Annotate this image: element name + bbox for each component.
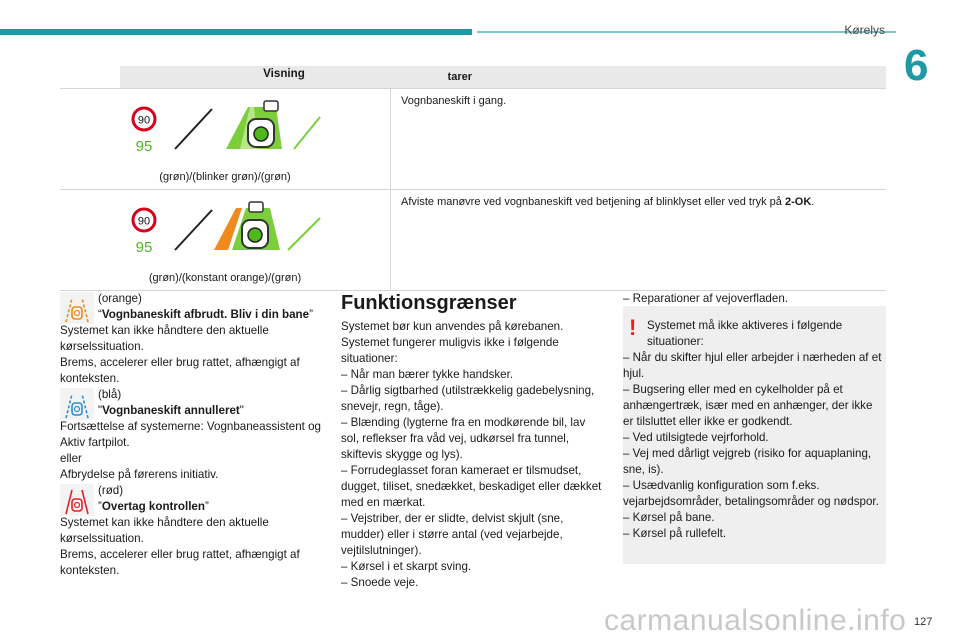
header-rule	[477, 31, 896, 33]
alert-text: Brems, accelerer eller brug rattet, afhæ…	[60, 356, 300, 385]
warning-item: – Bugsering eller med en cykelholder på …	[623, 383, 873, 428]
warning-box	[623, 306, 886, 564]
alert-color-label: (orange)	[98, 292, 142, 305]
lane-warning-orange-icon	[60, 292, 94, 324]
table-row: 90 95 (grøn)/(konstant orange)/(grøn) Af…	[60, 189, 886, 291]
list-item: – Når man bærer tykke handsker.	[341, 368, 514, 381]
lane-warning-red-icon	[60, 484, 94, 516]
section-title: Kørelys	[844, 23, 885, 37]
chapter-number: 6	[904, 41, 929, 90]
lane-warning-blue-icon	[60, 388, 94, 420]
alert-text: Afbrydelse på førerens initiativ.	[60, 468, 219, 481]
warning-item: – Vej med dårligt vejgreb (risiko for aq…	[623, 447, 872, 476]
table-row: 90 95 (grøn)/(blinker grøn)/(grøn) Vognb…	[60, 88, 886, 190]
alert-text: Brems, accelerer eller brug rattet, afhæ…	[60, 548, 300, 577]
alert-text: Systemet kan ikke håndtere den aktuelle …	[60, 324, 269, 353]
list-item: – Snoede veje.	[341, 576, 419, 589]
comment-bold: 2-OK	[784, 196, 812, 208]
speed-limit-icon	[131, 106, 157, 132]
display-caption: (grøn)/(blinker grøn)/(grøn)	[159, 171, 291, 183]
cruise-speed-value: 95	[136, 138, 153, 155]
warning-item: – Ved utilsigtede vejrforhold.	[623, 431, 769, 444]
list-item: – Forrudeglasset foran kameraet er tilsm…	[341, 464, 602, 509]
warning-item: – Kørsel på rullefelt.	[623, 527, 727, 540]
steering-wheel-icon	[253, 126, 269, 142]
list-item: – Reparationer af vejoverfladen.	[623, 292, 788, 305]
lane-line-right	[287, 217, 321, 251]
lane-line-right	[293, 116, 321, 150]
table-header-kommentarer: Kommentarer	[390, 66, 886, 89]
table-header-visning: Visning	[120, 66, 448, 89]
alert-text: Systemet kan ikke håndtere den aktuelle …	[60, 516, 269, 545]
display-cell: 90 95 (grøn)/(blinker grøn)/(grøn)	[60, 88, 391, 190]
comment-text: Afviste manøvre ved vognbaneskift ved be…	[401, 196, 785, 208]
warning-icon: !	[629, 315, 637, 340]
alert-text: eller	[60, 452, 82, 465]
alert-blue: (blå) "Vognbaneskift annulleret" Fortsæt…	[60, 387, 328, 483]
warning-item: – Usædvanlig konfiguration som f.eks. ve…	[623, 479, 879, 508]
warning-title: Systemet må ikke aktiveres i følgende si…	[647, 319, 843, 348]
table-header-row: Visning Kommentarer	[60, 66, 886, 89]
warnings-column: – Reparationer af vejoverfladen. ! Syste…	[623, 291, 885, 542]
list-item: – Dårlig sigtbarhed (utilstrækkelig gade…	[341, 384, 595, 413]
speed-limit-value: 90	[138, 115, 150, 127]
speed-limit-icon	[131, 207, 157, 233]
comment-end: .	[811, 196, 815, 208]
speed-limit-value: 90	[138, 216, 150, 228]
alert-color-label: (blå)	[98, 388, 122, 401]
intro-text: Systemet fungerer muligvis ikke i følgen…	[341, 336, 559, 365]
cruise-speed-value: 95	[136, 239, 153, 256]
comment-cell: Vognbaneskift i gang.	[390, 88, 886, 190]
alert-color-label: (rød)	[98, 484, 124, 497]
display-caption: (grøn)/(konstant orange)/(grøn)	[148, 272, 302, 284]
alert-title: "Vognbaneskift annulleret"	[98, 404, 244, 417]
steering-wheel-icon	[247, 227, 263, 243]
header-accent-bar	[0, 29, 472, 35]
comment-cell: Afviste manøvre ved vognbaneskift ved be…	[390, 189, 886, 291]
lane-change-rejected-illustration: 90 95	[131, 201, 321, 256]
list-item: – Vejstriber, der er slidte, delvist skj…	[341, 512, 564, 557]
watermark: carmanualsonline.info	[604, 604, 907, 637]
vehicle-ahead-icon	[263, 100, 279, 112]
lane-change-illustration: 90 95	[131, 100, 321, 155]
lane-line-orange	[214, 208, 242, 250]
limitations-column: Funktionsgrænser Systemet bør kun anvend…	[341, 291, 603, 591]
list-item: – Blænding (lygterne fra en modkørende b…	[341, 416, 586, 461]
alert-orange: (orange) “Vognbaneskift afbrudt. Bliv i …	[60, 291, 328, 387]
alert-red: (rød) ”Overtag kontrollen” Systemet kan …	[60, 483, 328, 579]
alert-title: ”Overtag kontrollen”	[98, 500, 209, 513]
display-cell: 90 95 (grøn)/(konstant orange)/(grøn)	[60, 189, 391, 291]
page-number: 127	[914, 616, 933, 628]
comment-text: Vognbaneskift i gang.	[401, 95, 507, 107]
alert-title: “Vognbaneskift afbrudt. Bliv i din bane”	[98, 308, 313, 321]
list-item: – Kørsel i et skarpt sving.	[341, 560, 472, 573]
intro-text: Systemet bør kun anvendes på kørebanen.	[341, 320, 564, 333]
alert-text: Fortsættelse af systemerne: Vognbaneassi…	[60, 420, 322, 449]
warning-item: – Når du skifter hjul eller arbejder i n…	[623, 351, 882, 380]
lane-line-far-left	[174, 209, 213, 251]
display-table: Visning Kommentarer 90 95 (grøn)/(blinke…	[60, 66, 886, 291]
warning-item: – Kørsel på bane.	[623, 511, 715, 524]
alerts-column: (orange) “Vognbaneskift afbrudt. Bliv i …	[60, 291, 328, 579]
vehicle-ahead-icon	[248, 201, 264, 213]
lane-line-left	[174, 108, 213, 150]
warning-title-block: ! Systemet må ikke aktiveres i følgende …	[623, 315, 885, 350]
section-heading: Funktionsgrænser	[341, 292, 517, 314]
